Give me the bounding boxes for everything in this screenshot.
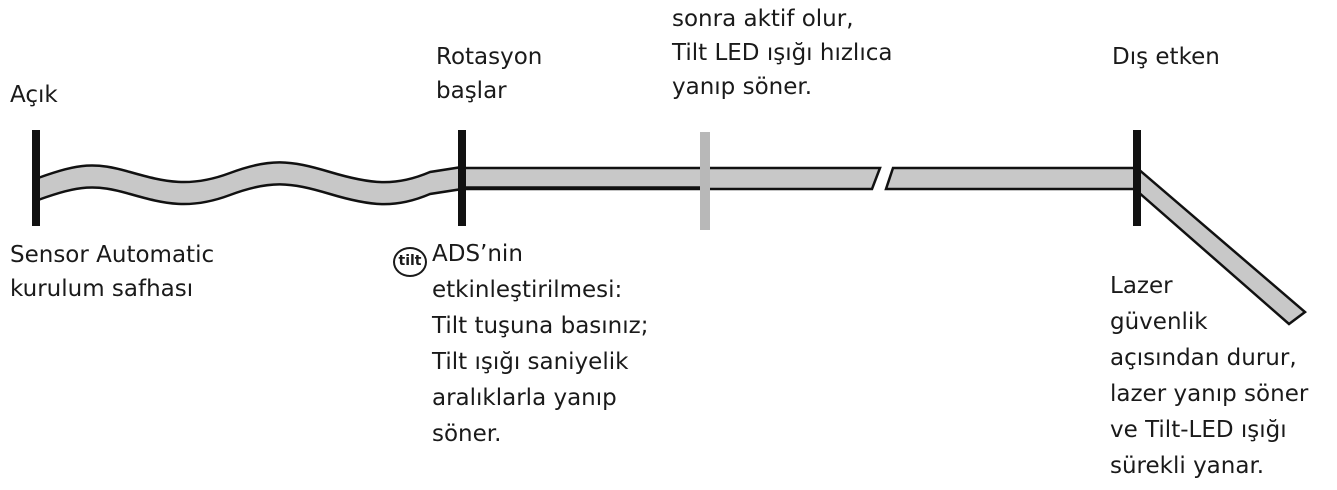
setup-phase-band	[36, 161, 464, 206]
marker-rotation-start	[458, 130, 466, 226]
marker-active	[700, 132, 710, 230]
rotation-band-1	[460, 166, 882, 191]
tilt-button-icon: tilt	[393, 247, 427, 277]
marker-external	[1133, 130, 1141, 226]
label-on: Açık	[10, 82, 58, 108]
marker-on	[32, 130, 40, 226]
label-sensor-setup: Sensor Automatic kurulum safhası	[10, 242, 215, 302]
rotation-band-2	[884, 166, 1139, 191]
label-rotation-start: Rotasyon başlar	[436, 44, 543, 104]
label-laser-stop: Lazer güvenlik açısından durur, lazer ya…	[1110, 273, 1309, 479]
label-active-note: sonra aktif olur, Tilt LED ışığı hızlıca…	[672, 6, 893, 100]
label-external: Dış etken	[1112, 44, 1220, 70]
label-ads-activation: ADS’nin etkinleştirilmesi: Tilt tuşuna b…	[432, 241, 649, 447]
